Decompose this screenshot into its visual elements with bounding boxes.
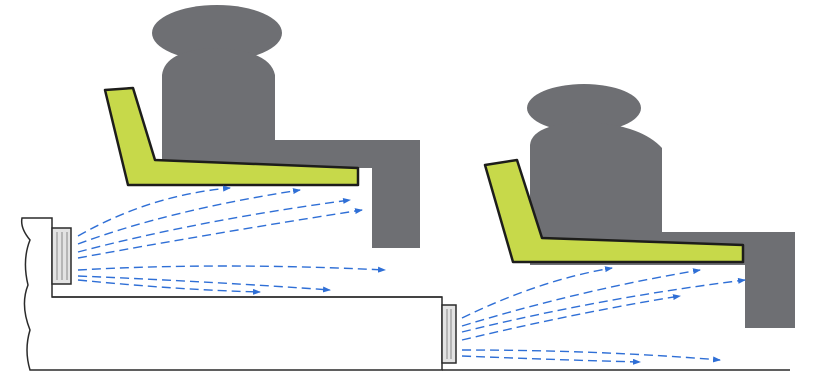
chair-icon (483, 158, 745, 264)
person-head (527, 84, 641, 132)
air-diffuser-icon (441, 304, 457, 364)
person-torso (162, 48, 420, 248)
tiered-floor (20, 217, 790, 371)
chair-icon (103, 86, 360, 187)
lower-diffuser (441, 304, 457, 364)
air-diffuser-icon (51, 227, 72, 285)
airflow-arrow-icon (77, 185, 386, 295)
person-head (152, 5, 282, 61)
seated-person-icon (527, 84, 795, 328)
seat-front (483, 158, 745, 264)
seat-rear (103, 86, 360, 187)
seated-person-icon (152, 5, 420, 248)
airflow-arrow-icon (461, 266, 746, 365)
upper-step (20, 217, 443, 371)
person-torso (530, 122, 795, 328)
